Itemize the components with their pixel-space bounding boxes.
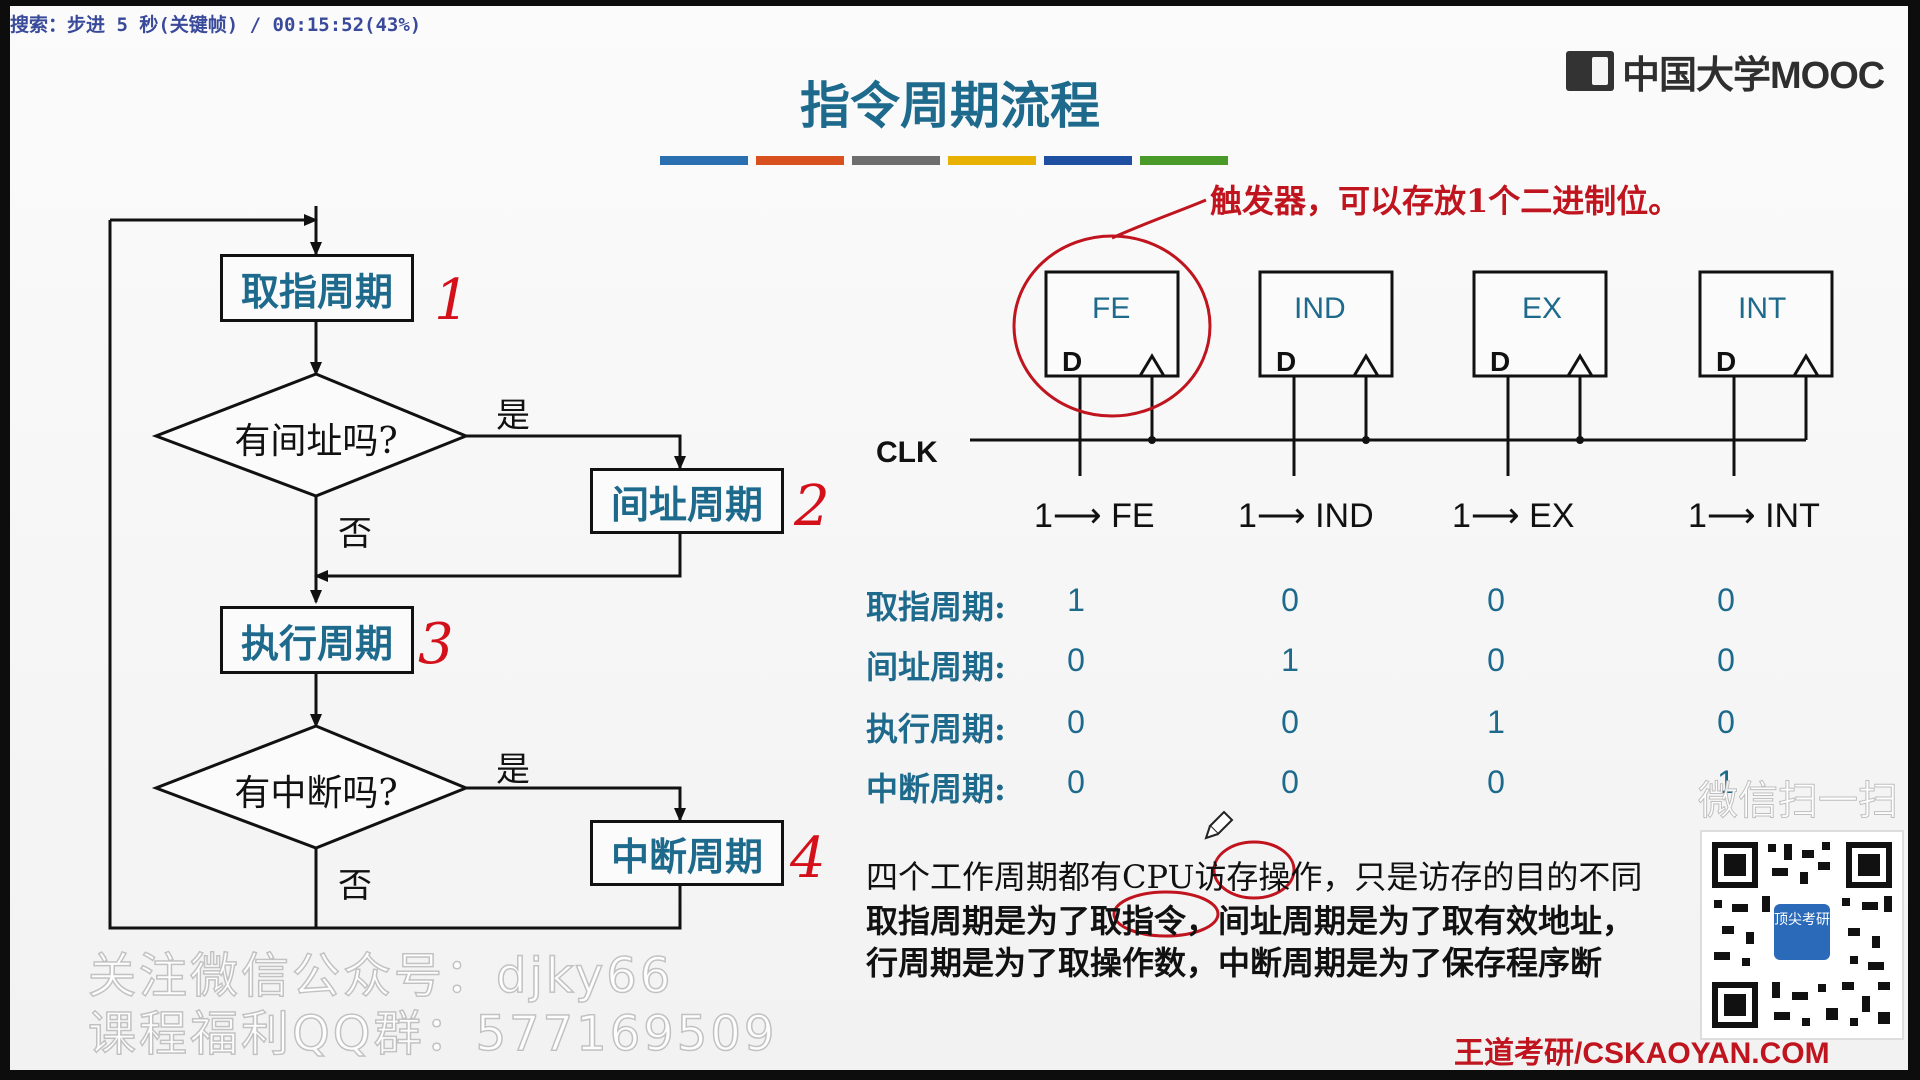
flipflop-note: 触发器，可以存放1个二进制位。 [1210, 182, 1681, 220]
handwritten-mark-2: 2 [794, 474, 830, 539]
player-status-text: 搜索：步进 5 秒(关键帧) / 00:15:52(43%) [10, 14, 422, 36]
fetch-cycle-box: 取指周期 [220, 254, 414, 322]
qr-caption: 微信扫一扫 [1698, 778, 1899, 825]
flipflop-circuit [970, 198, 1834, 938]
color-bar-segment [948, 156, 1036, 165]
table-cell: 0 [1067, 642, 1085, 678]
row-label-fetch: 取指周期: [866, 588, 1006, 626]
color-bar-segment [852, 156, 940, 165]
table-cell: 0 [1717, 582, 1735, 618]
table-cell: 0 [1717, 642, 1735, 678]
qr-code-icon [1712, 842, 1892, 1028]
table-cell: 1 [1487, 704, 1505, 740]
table-cell: 1 [1717, 764, 1735, 800]
ff-d-label: D [1276, 346, 1297, 377]
no-label: 否 [338, 866, 372, 906]
watermark-wechat: 关注微信公众号：djky66 [87, 947, 674, 1005]
indirect-cycle-box: 间址周期 [590, 468, 784, 534]
table-cell: 0 [1487, 642, 1505, 678]
table-cell: 0 [1487, 764, 1505, 800]
paragraph-line-1: 四个工作周期都有CPU访存操作，只是访存的目的不同 [866, 858, 1643, 896]
set-ind-label: 1⟶ IND [1238, 497, 1374, 535]
table-cell: 0 [1717, 704, 1735, 740]
color-bar-segment [1044, 156, 1132, 165]
color-bar-segment [660, 156, 748, 165]
ff-int-label: INT [1738, 292, 1787, 325]
ff-d-label: D [1716, 346, 1737, 377]
slide: 指令周期流程 中国大学MOOC [10, 6, 1908, 1070]
ff-ex-label: EX [1522, 292, 1563, 325]
color-bar-segment [1140, 156, 1228, 165]
clk-label: CLK [876, 436, 938, 469]
table-cell: 1 [1281, 642, 1299, 678]
handwritten-mark-1: 1 [434, 268, 470, 333]
qr-code: 顶尖考研 [1700, 830, 1904, 1040]
book-logo-icon [1566, 51, 1614, 91]
handwritten-mark-3: 3 [418, 612, 454, 677]
table-cell: 0 [1067, 704, 1085, 740]
paragraph-line-3: 行周期是为了取操作数，中断周期是为了保存程序断 [866, 944, 1603, 982]
yes-label: 是 [496, 750, 530, 790]
handwritten-mark-4: 4 [790, 826, 826, 891]
no-label: 否 [338, 514, 372, 554]
watermark-qq-group: 课程福利QQ群：577169509 [87, 1005, 778, 1063]
ff-fe-label: FE [1092, 292, 1131, 325]
table-cell: 0 [1281, 764, 1299, 800]
qr-badge: 顶尖考研 [1774, 912, 1830, 928]
ff-d-label: D [1490, 346, 1511, 377]
table-cell: 0 [1067, 764, 1085, 800]
color-bar-segment [756, 156, 844, 165]
ff-d-label: D [1062, 346, 1083, 377]
set-int-label: 1⟶ INT [1688, 497, 1820, 535]
table-cell: 0 [1281, 582, 1299, 618]
execute-cycle-box: 执行周期 [220, 606, 414, 674]
yes-label: 是 [496, 396, 530, 436]
mooc-logo: 中国大学MOOC [1566, 46, 1885, 97]
row-label-interrupt: 中断周期: [866, 770, 1006, 808]
table-cell: 1 [1067, 582, 1085, 618]
set-fe-label: 1⟶ FE [1034, 497, 1155, 535]
paragraph-line-2: 取指周期是为了取指令，间址周期是为了取有效地址， [866, 902, 1635, 940]
table-cell: 0 [1281, 704, 1299, 740]
ff-ind-label: IND [1294, 292, 1346, 325]
slide-title: 指令周期流程 [800, 77, 1100, 135]
row-label-indirect: 间址周期: [866, 648, 1006, 686]
row-label-execute: 执行周期: [866, 710, 1006, 748]
set-ex-label: 1⟶ EX [1452, 497, 1575, 535]
flowchart-lines [108, 206, 686, 930]
footer-brand: 王道考研/CSKAOYAN.COM [1454, 1037, 1830, 1070]
interrupt-cycle-box: 中断周期 [590, 820, 784, 886]
table-cell: 0 [1487, 582, 1505, 618]
interrupt-question: 有中断吗? [234, 773, 398, 814]
logo-text: 中国大学MOOC [1622, 54, 1885, 97]
indirect-question: 有间址吗? [234, 421, 398, 462]
